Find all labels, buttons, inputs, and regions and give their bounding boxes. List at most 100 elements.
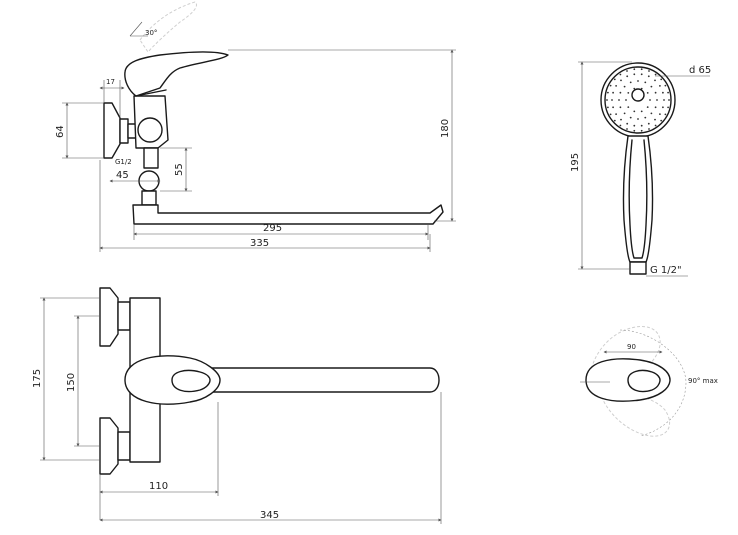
- nozzle-dot: [640, 73, 643, 76]
- shower-thread-label: G 1/2": [650, 265, 682, 276]
- top-view: 175 150 110 345: [32, 287, 442, 524]
- dim64-ext: [62, 102, 104, 159]
- lever-base: [135, 89, 167, 97]
- dim-180: 180: [440, 119, 451, 138]
- nozzle-dot: [640, 110, 643, 113]
- top-lever-inset: [171, 369, 211, 393]
- dim-17: 17: [106, 78, 115, 86]
- nozzle-dot: [668, 99, 670, 101]
- nozzle-dot: [647, 122, 650, 125]
- nozzle-dot: [626, 75, 629, 78]
- nozzle-dot: [611, 99, 613, 101]
- nozzle-dot: [618, 99, 620, 101]
- nozzle-dot: [623, 85, 626, 88]
- nozzle-dot: [619, 91, 622, 94]
- spout-joint: [141, 190, 157, 206]
- nozzle-dot: [626, 128, 628, 130]
- nozzle-dot: [659, 85, 661, 87]
- nozzle-dot: [654, 106, 657, 109]
- nozzle-dot: [656, 99, 658, 101]
- shower-head-face: [604, 66, 672, 134]
- nozzle-dot: [615, 85, 617, 87]
- nozzle-dot: [664, 113, 667, 116]
- top-flange-upper: [99, 287, 119, 347]
- nozzle-dot: [644, 116, 647, 119]
- long-spout: [132, 204, 444, 225]
- dim17-ext: [103, 80, 121, 118]
- swing-label: 90° max: [688, 377, 718, 385]
- nozzle-dot: [667, 106, 669, 109]
- nozzle-dot: [648, 70, 650, 72]
- nozzle-dot: [667, 91, 669, 94]
- body-knob: [137, 117, 163, 143]
- shower-handle-inner: [628, 139, 648, 259]
- nozzle-dot: [637, 80, 639, 82]
- nozzle-dot: [660, 119, 663, 122]
- nozzle-dot: [607, 106, 609, 109]
- nozzle-dot: [640, 124, 643, 127]
- nozzle-dot: [654, 91, 657, 94]
- nozzle-dot: [606, 99, 608, 101]
- detail-lever-inset: [627, 369, 661, 393]
- nozzle-dot: [664, 84, 667, 87]
- nozzle-dot: [609, 113, 612, 116]
- nozzle-dot: [613, 119, 616, 122]
- nozzle-dot: [650, 85, 653, 88]
- nozzle-dot: [654, 79, 656, 82]
- lower-flange-nut: [117, 431, 131, 461]
- dim-110: 110: [149, 481, 168, 492]
- nozzle-dot: [640, 87, 643, 90]
- dim-90: 90: [627, 343, 636, 351]
- top-spout: [209, 367, 440, 393]
- nozzle-dot: [654, 73, 657, 76]
- dim180-ext: [228, 49, 456, 222]
- dim-64: 64: [55, 125, 66, 138]
- nozzle-dot: [646, 92, 649, 94]
- nozzle-dot: [660, 78, 663, 81]
- mixer-lever: [124, 51, 229, 97]
- dim110-ext: [99, 402, 219, 520]
- dim-55: 55: [174, 163, 185, 176]
- nozzle-dot: [663, 99, 665, 101]
- nozzle-dot: [619, 73, 622, 76]
- nozzle-dot: [627, 92, 630, 94]
- nozzle-dot: [640, 129, 643, 132]
- ghost-lever: [139, 1, 197, 53]
- dim195-ext: [578, 61, 632, 270]
- shower-head-view: d 65 195 G 1/2": [570, 61, 711, 277]
- nozzle-dot: [654, 118, 656, 121]
- nozzle-dot: [633, 110, 636, 113]
- flange-nut: [119, 118, 129, 144]
- nozzle-dot: [607, 91, 609, 94]
- dim-150: 150: [66, 373, 77, 392]
- spout-neck: [143, 147, 159, 169]
- dim175-ext: [40, 297, 100, 461]
- nozzle-dot: [654, 124, 657, 127]
- nozzle-dot: [620, 118, 622, 121]
- nozzle-dot: [609, 84, 612, 87]
- nozzle-dot: [612, 106, 614, 109]
- dim-45: 45: [116, 170, 129, 181]
- dim-d65: d 65: [689, 65, 711, 76]
- nozzle-dot: [629, 81, 632, 84]
- nozzle-dot: [633, 73, 636, 76]
- nozzle-dot: [625, 99, 627, 101]
- nozzle-dot: [659, 113, 661, 115]
- shower-thread-nut: [629, 261, 647, 275]
- nozzle-dot: [619, 106, 622, 109]
- lever-swing-view: 90 90° max: [580, 326, 718, 437]
- dim295-ext: [133, 224, 429, 240]
- nozzle-dot: [646, 106, 649, 108]
- thread-label-g12: G1/2: [115, 158, 132, 166]
- nozzle-dot: [627, 106, 630, 108]
- dim-175: 175: [32, 369, 43, 388]
- nozzle-dot: [644, 81, 647, 84]
- nozzle-dot: [650, 112, 653, 115]
- nozzle-dot: [619, 124, 622, 127]
- side-view: 30° 17 64 G1/2 45 55: [55, 1, 456, 252]
- nozzle-dot: [662, 91, 664, 94]
- nozzle-dot: [623, 112, 626, 115]
- nozzle-dot: [648, 128, 650, 130]
- dim-195: 195: [570, 153, 581, 172]
- wall-flange: [103, 102, 121, 159]
